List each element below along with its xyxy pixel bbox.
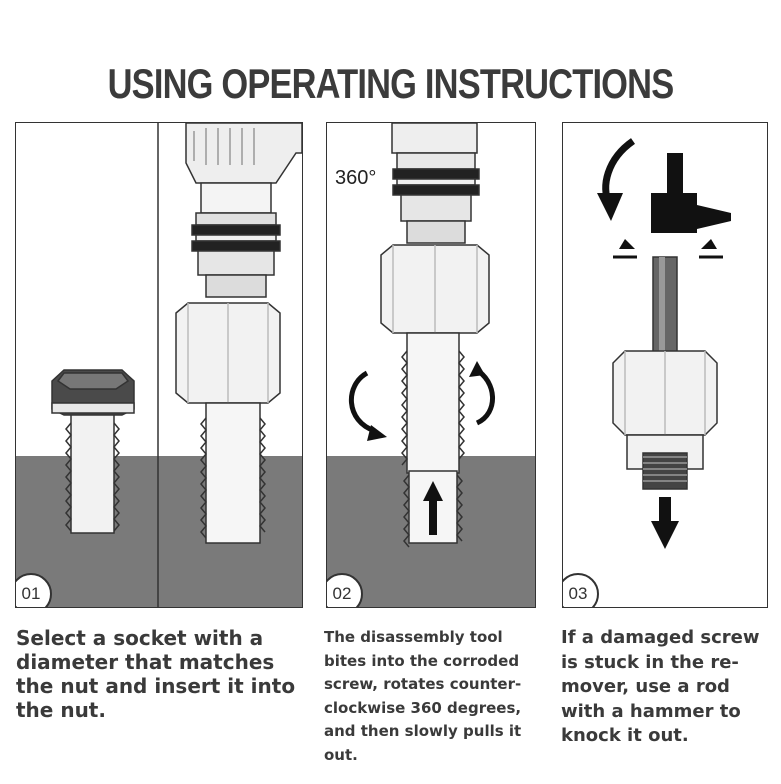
step-number-badge: 01: [16, 573, 52, 607]
step-3-illustration: [597, 138, 731, 549]
hammer-icon: [651, 153, 731, 233]
step-2-panel: 360° 02: [326, 122, 536, 608]
down-arrow-icon: [651, 497, 679, 549]
up-arrow-icon: [423, 481, 443, 535]
step-2-caption: The disassembly tool bites into the corr…: [324, 628, 522, 764]
step-1-caption: Select a socket with a diameter that mat…: [16, 626, 296, 722]
bolt-with-nut: [51, 369, 135, 534]
rotation-angle-label: 360°: [335, 167, 377, 189]
step-1-illustration: [16, 123, 302, 607]
page-title: USING OPERATING INSTRUCTIONS: [107, 60, 675, 107]
step-1-panel: 01: [15, 122, 303, 608]
step-3-panel: 03: [562, 122, 768, 608]
rotate-left-arrow-icon: [349, 370, 376, 434]
step-3-caption: If a damaged screw is stuck in the re-mo…: [561, 627, 760, 746]
drill-with-socket: [175, 123, 302, 544]
step-2-illustration: [327, 123, 535, 607]
rotate-right-arrow-icon: [473, 366, 495, 426]
step-number-badge: 02: [327, 573, 363, 607]
step-number-badge: 03: [563, 573, 599, 607]
